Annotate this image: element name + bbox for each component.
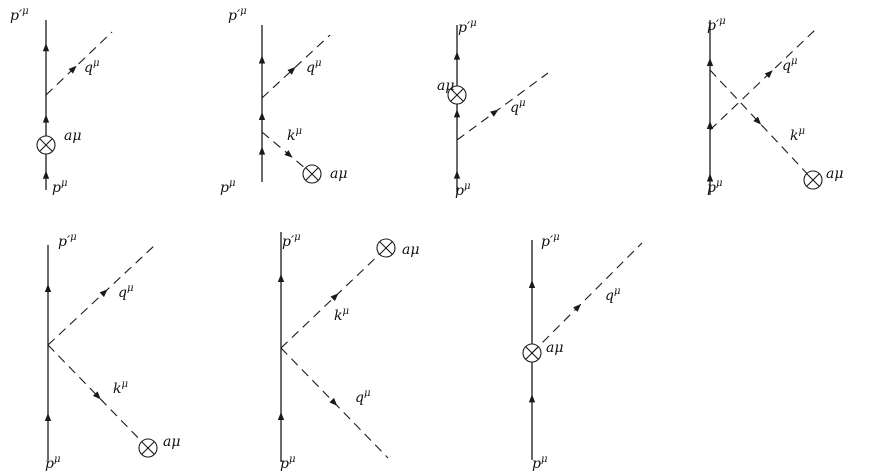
diagram-4: p′μ pμ qμ kμ aμ: [706, 16, 843, 196]
diagram-7: p′μ pμ qμ aμ: [522, 232, 643, 472]
label-p-out: p′μ: [282, 232, 301, 250]
label-p-out: p′μ: [10, 6, 29, 24]
scalar-line: [47, 244, 156, 346]
circled-times-icon: [447, 85, 467, 105]
label-q: qμ: [782, 56, 797, 74]
momentum-arrow-icon: [706, 58, 714, 66]
momentum-arrow-icon: [287, 66, 296, 75]
momentum-arrow-icon: [42, 43, 50, 52]
momentum-arrow-icon: [453, 170, 461, 179]
scalar-line: [709, 29, 816, 131]
momentum-arrow-icon: [44, 284, 52, 292]
label-k: kμ: [113, 379, 128, 397]
label-p-in: pμ: [455, 181, 470, 199]
label-q: qμ: [510, 98, 525, 116]
momentum-arrow-icon: [44, 413, 52, 421]
momentum-arrow-icon: [277, 274, 285, 282]
label-p-in: pμ: [532, 454, 547, 472]
momentum-arrow-icon: [258, 146, 266, 155]
scalar-line: [45, 31, 113, 96]
insertion-label: aμ: [64, 128, 81, 144]
momentum-arrow-icon: [528, 280, 536, 288]
circled-times-icon: [302, 164, 322, 184]
insertion-label: aμ: [546, 340, 563, 356]
label-q: qμ: [355, 388, 370, 406]
momentum-arrow-icon: [753, 116, 762, 125]
label-p-out: p′μ: [58, 232, 77, 250]
momentum-arrow-icon: [528, 394, 536, 403]
scalar-line: [531, 242, 643, 354]
momentum-arrow-icon: [258, 112, 266, 121]
circled-times-icon: [138, 438, 158, 458]
momentum-arrow-icon: [277, 412, 285, 420]
label-k: kμ: [334, 306, 349, 324]
momentum-arrow-icon: [453, 109, 461, 118]
label-k: kμ: [287, 126, 302, 144]
insertion-label: aμ: [163, 434, 180, 450]
momentum-arrow-icon: [764, 70, 773, 79]
insertion-label: aμ: [826, 166, 843, 182]
momentum-arrow-icon: [330, 293, 339, 302]
momentum-arrow-icon: [573, 303, 582, 312]
label-q: qμ: [306, 58, 321, 76]
label-p-out: p′μ: [458, 18, 477, 36]
label-p-in: pμ: [280, 454, 295, 472]
label-p-out: p′μ: [541, 232, 560, 250]
label-p-in: pμ: [220, 178, 235, 196]
momentum-arrow-icon: [490, 109, 499, 117]
label-p-in: pμ: [45, 454, 60, 472]
scalar-line: [261, 34, 331, 99]
label-p-out: p′μ: [707, 16, 726, 34]
scalar-line: [456, 72, 549, 141]
label-q: qμ: [118, 283, 133, 301]
label-p-out: p′μ: [228, 6, 247, 24]
momentum-arrow-icon: [453, 51, 461, 60]
diagram-5: p′μ pμ qμ kμ aμ: [44, 232, 180, 472]
insertion-label: aμ: [437, 78, 454, 94]
momentum-arrow-icon: [42, 114, 50, 123]
momentum-arrow-icon: [706, 121, 714, 129]
label-q: qμ: [605, 286, 620, 304]
momentum-arrow-icon: [42, 170, 50, 179]
scalar-line: [47, 344, 149, 449]
circled-times-icon: [376, 238, 396, 258]
diagram-3: p′μ pμ qμ aμ: [437, 18, 549, 199]
label-p-in: pμ: [52, 178, 67, 196]
diagram-2: p′μ pμ qμ kμ aμ: [220, 6, 347, 196]
momentum-arrow-icon: [99, 289, 108, 298]
momentum-arrow-icon: [329, 397, 338, 406]
momentum-arrow-icon: [706, 173, 714, 182]
diagram-1: p′μ pμ qμ aμ: [10, 6, 113, 196]
circled-times-icon: [36, 135, 56, 155]
label-p-in: pμ: [707, 178, 722, 196]
label-q: qμ: [84, 58, 99, 76]
momentum-arrow-icon: [284, 150, 293, 158]
momentum-arrow-icon: [92, 391, 101, 400]
momentum-arrow-icon: [68, 65, 77, 74]
scalar-line: [709, 69, 814, 181]
insertion-label: aμ: [330, 166, 347, 182]
circled-times-icon: [803, 170, 823, 190]
momentum-arrow-icon: [258, 55, 266, 64]
label-k: kμ: [790, 126, 805, 144]
diagram-6: p′μ pμ kμ qμ aμ: [277, 232, 419, 472]
insertion-label: aμ: [402, 242, 419, 258]
scalar-line: [280, 247, 387, 349]
